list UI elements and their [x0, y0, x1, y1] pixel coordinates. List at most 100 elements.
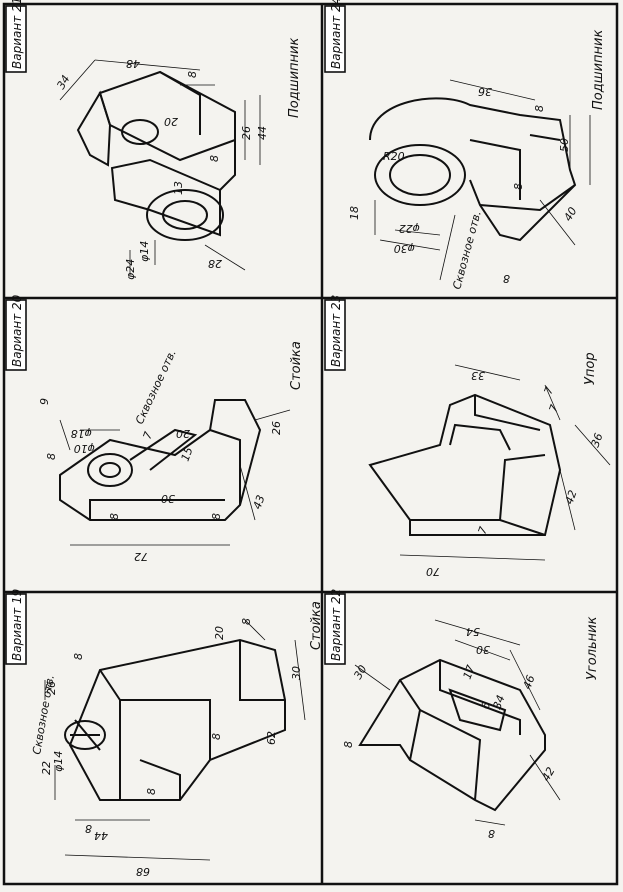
- variant-19-dim-9: 8: [145, 788, 158, 795]
- variant-21-dim-9: 28: [208, 257, 222, 270]
- variant-23-dim-lines: [399, 364, 611, 561]
- variant-24-dim-6: 18: [348, 206, 361, 220]
- variant-24-label: Вариант 24: [329, 0, 343, 69]
- variant-19-dim-12: 44: [94, 829, 108, 842]
- variant-20-note: Сквозное отв.: [133, 348, 179, 427]
- variant-23-dim-5: 42: [563, 488, 580, 506]
- variant-24-part-name: Подшипник: [591, 29, 606, 110]
- variant-20-part: [59, 399, 262, 521]
- variant-20-dim-12: 8: [210, 513, 223, 520]
- variant-22-dim-4: 17: [461, 663, 478, 681]
- variant-19-part-name: Стойка: [309, 601, 324, 650]
- panel-variant-19: Вариант 19 Стойка 8 26 20 8 30 22 φ14 8 …: [5, 589, 324, 878]
- variant-22-dim-lines: [354, 619, 561, 826]
- variant-21-part: [76, 70, 236, 241]
- variant-20-label: Вариант 20: [10, 294, 24, 367]
- variant-19-dim-3: 20: [213, 626, 226, 640]
- variant-23-dim-6: 7: [476, 525, 491, 536]
- variant-24-dim-7: φ22: [399, 222, 420, 235]
- variant-24-dim-5: 8: [512, 183, 525, 190]
- variant-21-label: Вариант 21: [10, 0, 24, 69]
- variant-24-note: Сквозное отв.: [450, 209, 483, 290]
- variant-24-part: [369, 97, 577, 242]
- variant-20-part-name: Стойка: [289, 341, 304, 390]
- variant-21-dim-4: 20: [164, 115, 178, 128]
- variant-21-dim-8: 13: [172, 181, 185, 195]
- variant-23-part-name: Упор: [583, 352, 598, 385]
- variant-19-dim-7: φ14: [52, 751, 65, 772]
- variant-22-label: Вариант 22: [329, 589, 343, 661]
- variant-21-dim-5: 26: [240, 126, 253, 140]
- variant-24-dim-8: φ30: [394, 242, 415, 255]
- variant-24-dim-lines: [374, 79, 591, 281]
- variant-19-label: Вариант 19: [10, 589, 24, 661]
- variant-22-dim-10: 8: [488, 827, 495, 840]
- variant-20-dim-6: 20: [176, 427, 190, 440]
- variant-21-dim-3: 8: [186, 71, 199, 78]
- variant-24-dim-3: 50: [558, 138, 571, 152]
- variant-20-dim-9: 30: [161, 492, 175, 505]
- variant-22-dim-1: 30: [351, 663, 369, 682]
- variant-20-dim-1: 9: [38, 398, 51, 405]
- variant-19-dim-1: 8: [72, 653, 85, 660]
- variant-22-dim-3: 30: [476, 643, 490, 656]
- variant-23-dim-7: 70: [426, 565, 440, 578]
- panel-variant-20: Вариант 20 Стойка 9 φ18 φ10 8 7 20 26 15…: [5, 294, 304, 563]
- variant-20-dim-13: 72: [134, 550, 148, 563]
- variant-19-dim-10: 62: [265, 731, 278, 745]
- panel-variant-23: Вариант 23 Упор 33 7 7 36 42 7 70: [324, 295, 611, 578]
- variant-20-dim-11: 43: [251, 493, 268, 511]
- variant-22-label-box: Вариант 22: [324, 589, 346, 665]
- variant-21-dim-7: 8: [208, 155, 221, 162]
- variant-23-part: [368, 393, 562, 536]
- variant-20-dim-8: 15: [179, 445, 196, 463]
- variant-19-dim-13: 68: [136, 865, 150, 878]
- variant-22-dim-9: 42: [539, 765, 557, 784]
- variant-21-dim-2: 34: [54, 73, 72, 92]
- variant-21-dim-11: φ24: [124, 259, 137, 280]
- variant-22-part: [358, 658, 546, 812]
- variant-21-part-name: Подшипник: [287, 37, 302, 118]
- variant-23-dim-4: 36: [589, 431, 606, 449]
- variant-20-label-box: Вариант 20: [5, 294, 27, 371]
- variant-19-dim-6: 22: [40, 761, 53, 775]
- variant-24-dim-10: 8: [503, 272, 510, 285]
- variant-23-dim-3: 7: [547, 403, 562, 414]
- variant-19-note: Сквозное отв.: [30, 674, 57, 756]
- variant-20-dim-2: φ18: [71, 427, 92, 440]
- variant-19-label-box: Вариант 19: [5, 589, 27, 665]
- variant-20-dim-5: 7: [141, 430, 156, 441]
- variant-22-dim-8: 8: [342, 741, 355, 748]
- variant-20-dim-lines: [59, 409, 291, 546]
- variant-19-dim-lines: [44, 619, 306, 861]
- panel-variant-21: Вариант 21 Подшипник 48 34 8 20 26: [5, 0, 302, 280]
- variant-24-dim-1: 36: [478, 85, 492, 98]
- variant-19-dim-5: 30: [290, 666, 303, 680]
- variant-20-dim-10: 8: [108, 513, 121, 520]
- variant-22-part-name: Угольник: [585, 616, 600, 680]
- variant-21-dim-6: 44: [256, 126, 269, 140]
- variant-22-dim-5: 46: [521, 673, 538, 691]
- panel-variant-24: Вариант 24 Подшипник 36 8 50 R20 8 18 φ2…: [324, 0, 606, 291]
- variant-21-dim-lines: [59, 59, 261, 275]
- variant-23-dim-1: 33: [471, 369, 485, 382]
- variant-19-dim-4: 8: [240, 618, 253, 625]
- variant-20-dim-3: φ10: [74, 442, 95, 455]
- variant-20-dim-7: 26: [270, 421, 283, 435]
- panel-variant-22: Вариант 22 Угольник 30 54 30 17 46 6 34 …: [324, 589, 600, 840]
- variant-22-dim-6: 6: [479, 700, 494, 711]
- variant-22-dim-2: 54: [466, 625, 480, 638]
- variant-24-dim-4: R20: [383, 150, 405, 163]
- variant-19-part: [64, 638, 286, 801]
- variant-19-dim-11: 8: [85, 822, 92, 835]
- variant-21-dim-1: 48: [126, 57, 140, 70]
- variant-21-label-box: Вариант 21: [5, 0, 27, 73]
- variant-23-label-box: Вариант 23: [324, 295, 346, 371]
- variant-19-dim-2: 26: [45, 681, 58, 695]
- variant-23-label: Вариант 23: [329, 295, 343, 367]
- variant-24-label-box: Вариант 24: [324, 0, 346, 73]
- variant-19-dim-8: 8: [210, 733, 223, 740]
